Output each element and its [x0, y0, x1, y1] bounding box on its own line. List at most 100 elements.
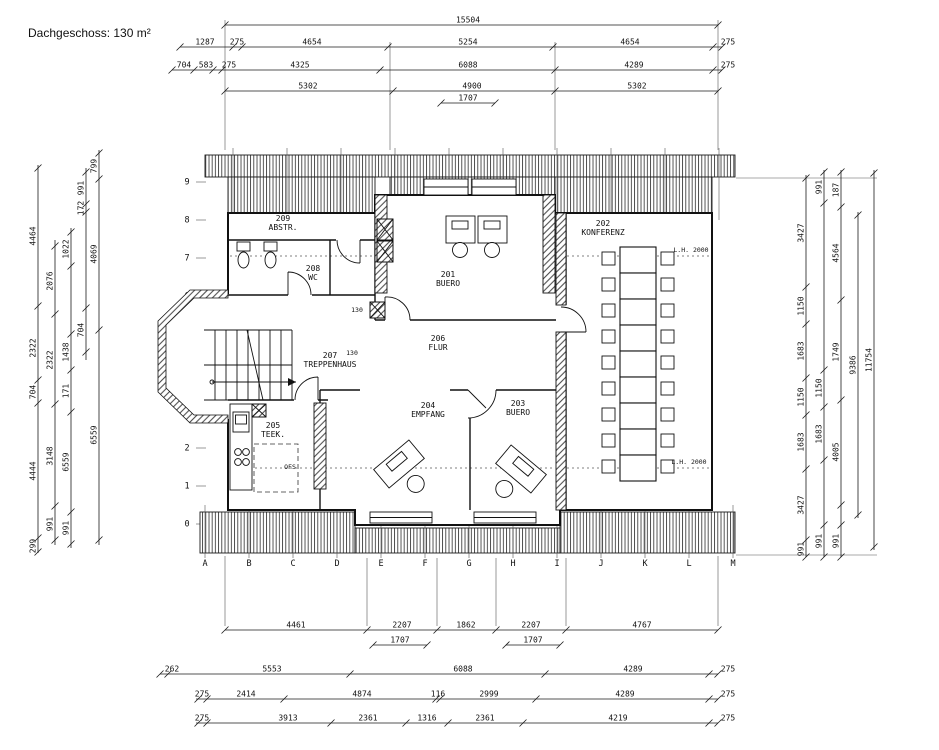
- kitchenette-fixtures: [229, 403, 253, 491]
- grid-number: 8: [184, 216, 189, 226]
- roof-band-bottom-left: [199, 511, 356, 554]
- door-buero-203: [467, 389, 497, 419]
- dimension-label: 275: [195, 714, 210, 723]
- grid-letter: H: [510, 559, 515, 569]
- dim-row-horizontal: 1707: [437, 94, 499, 107]
- dimension-label: 299: [29, 539, 38, 554]
- dimension-label: 5302: [627, 82, 646, 91]
- dimension-label: 116: [431, 690, 446, 699]
- roof-band-bottom-right: [559, 511, 736, 554]
- dimension-label: 1749: [832, 342, 841, 361]
- dimension-label: 275: [195, 690, 210, 699]
- dimension-label: 4767: [632, 621, 651, 630]
- dimension-label: 4219: [608, 714, 627, 723]
- door-konferenz: [560, 306, 587, 333]
- dimension-label: 1022: [62, 239, 71, 258]
- room-name: TREPPENHAUS: [304, 360, 357, 369]
- dimension-label: 262: [165, 665, 180, 674]
- stair-direction-arrow: [288, 378, 296, 386]
- dimension-label: 3427: [797, 223, 806, 242]
- dimension-label: 991: [46, 517, 55, 532]
- office-201-desks: [445, 215, 508, 258]
- dimension-label: 4654: [620, 38, 639, 47]
- dimension-label: 1438: [62, 342, 71, 361]
- dimension-label: 6559: [62, 452, 71, 471]
- door-teekueche: [294, 376, 319, 401]
- dimension-label: 1683: [797, 432, 806, 451]
- grid-number: 1: [184, 482, 189, 492]
- dimension-label: 704: [29, 385, 38, 400]
- room-name: KONFERENZ: [581, 228, 625, 237]
- dim-row-horizontal: 1707: [369, 636, 431, 649]
- dimension-label: 4325: [290, 61, 309, 70]
- bay-window-wall: [157, 289, 229, 424]
- dimension-label: 187: [832, 183, 841, 198]
- dimension-label: 4005: [832, 442, 841, 461]
- dim-row-horizontal: 5302 4900 5302: [221, 82, 722, 95]
- doors: [287, 239, 587, 419]
- dimension-label: 275: [721, 665, 736, 674]
- room-name: BUERO: [436, 279, 460, 288]
- grid-letter: D: [334, 559, 339, 569]
- room-number: 209: [276, 214, 291, 223]
- grid-letter: I: [554, 559, 559, 569]
- dimension-label: 991: [815, 180, 824, 195]
- grid-letter: G: [466, 559, 471, 569]
- dim-row-horizontal: 15504: [221, 16, 722, 29]
- grid-letter: M: [730, 559, 735, 569]
- dimension-label: 4444: [29, 461, 38, 480]
- dimension-label: 11754: [865, 348, 874, 372]
- chimney: [376, 218, 394, 263]
- grid-letter: F: [422, 559, 427, 569]
- dimension-label: 3427: [797, 495, 806, 514]
- dimension-label: 5302: [298, 82, 317, 91]
- dimension-label: 9386: [849, 355, 858, 374]
- grid-letter: A: [202, 559, 207, 569]
- dimension-label: 275: [721, 61, 736, 70]
- dimension-label: 6088: [453, 665, 472, 674]
- dimension-label: 4289: [615, 690, 634, 699]
- plan-note: OFS: [284, 463, 296, 471]
- grid-number: 9: [184, 178, 189, 188]
- dimension-label: 4900: [462, 82, 481, 91]
- grid-letter: K: [642, 559, 648, 569]
- room-number: 204: [421, 401, 436, 410]
- room-number: 206: [431, 334, 446, 343]
- dimension-label: 991: [815, 534, 824, 549]
- dimension-label: 4464: [29, 226, 38, 245]
- dimension-label: 2322: [46, 350, 55, 369]
- dimension-label: 275: [721, 714, 736, 723]
- dimension-label: 1150: [815, 378, 824, 397]
- grid-letter: J: [598, 559, 603, 569]
- ofs-dashed-area: [253, 443, 299, 493]
- dimension-label: 6559: [90, 425, 99, 444]
- dimension-label: 4289: [624, 61, 643, 70]
- room-name: WC: [308, 273, 318, 282]
- door-wc: [287, 271, 312, 296]
- dimension-label: 1287: [195, 38, 214, 47]
- dim-row-vertical: 11754: [865, 169, 878, 551]
- dimension-label: 1683: [797, 341, 806, 360]
- dimension-label: 1150: [797, 387, 806, 406]
- dimension-label: 2999: [479, 690, 498, 699]
- room-number: 202: [596, 219, 611, 228]
- grid-number: 7: [184, 254, 189, 264]
- dim-row-vertical: 9386: [849, 211, 862, 519]
- dimension-label: 2361: [475, 714, 494, 723]
- dimension-label: 991: [62, 521, 71, 536]
- dimension-label: 4461: [286, 621, 305, 630]
- empfang-desk: [373, 439, 425, 493]
- dimension-label: 991: [797, 542, 806, 557]
- roof-band-top-left: [227, 176, 376, 214]
- dimension-label: 1316: [417, 714, 436, 723]
- grid-letter: L: [686, 559, 691, 569]
